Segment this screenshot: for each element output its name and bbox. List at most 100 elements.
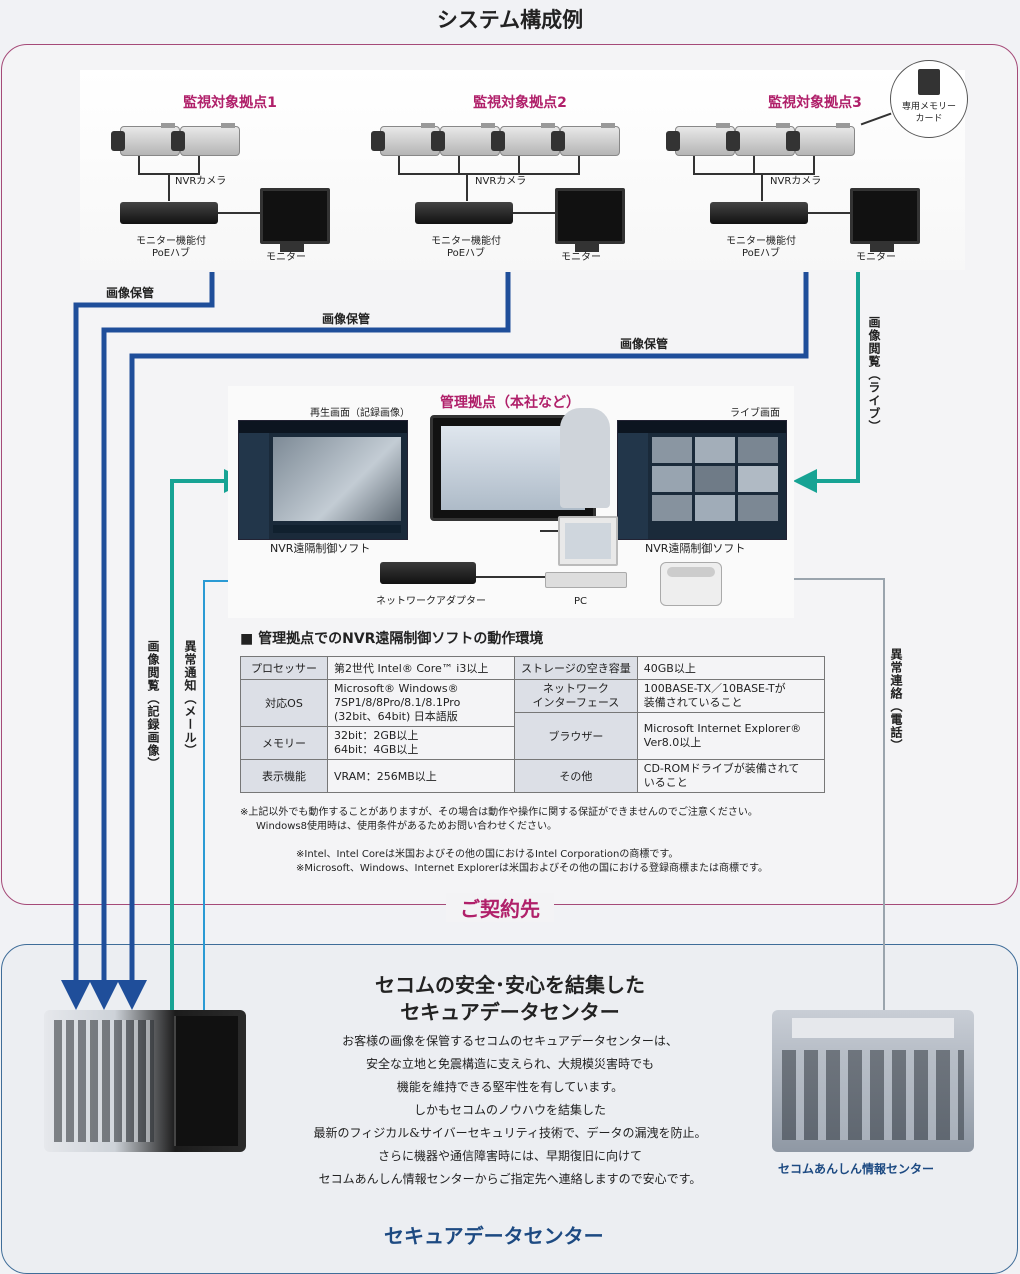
camera-icon (666, 123, 735, 156)
poe-hub-icon (120, 202, 218, 224)
recorded-view-label: 画像閲覧（記録画像） (146, 640, 160, 770)
info-center-label: セコムあんしん情報センター (778, 1162, 935, 1176)
phone-icon (660, 562, 722, 606)
storage-label: 画像保管 (322, 312, 371, 326)
recorded-view-line (170, 469, 248, 1010)
spec-label: プロセッサー (240, 656, 328, 680)
camera-label: NVRカメラ (175, 176, 227, 187)
monitor-icon (555, 188, 625, 244)
datacenter-body-line: 最新のフィジカル&サイバーセキュリティ技術で、データの漏洩を防止。 (313, 1126, 707, 1140)
datacenter-heading-line1: セコムの安全･安心を結集した (375, 973, 645, 997)
storage-line-2 (89, 272, 511, 1010)
datacenter-body-line: 機能を維持できる堅牢性を有しています。 (396, 1080, 624, 1094)
hq-title: 管理拠点（本社など） (440, 395, 580, 411)
live-screen (617, 420, 787, 540)
memory-card-callout: 専用メモリー カード (890, 60, 968, 138)
camera-icon (111, 123, 180, 156)
storage-line-3 (117, 272, 809, 1010)
datacenter-label: セキュアデータセンター (370, 1220, 618, 1249)
spec-label: その他 (514, 759, 638, 793)
live-label: ライブ画面 (730, 408, 780, 419)
datacenter-body: お客様の画像を保管するセコムのセキュアデータセンターは、 安全な立地と免震構造に… (240, 1030, 780, 1191)
datacenter-body-line: セコムあんしん情報センターからご指定先へ連絡しますので安心です。 (318, 1172, 702, 1186)
alert-mail-line (203, 575, 242, 1010)
monitor-icon (850, 188, 920, 244)
datacenter-photo (44, 1010, 246, 1152)
alert-phone-label: 異常連絡（電話） (889, 648, 903, 752)
alert-phone-line (722, 573, 885, 1010)
live-view-line (793, 272, 860, 493)
monitor-label: モニター (561, 252, 601, 263)
keyboard-icon (545, 572, 627, 588)
live-view-label: 画像閲覧（ライブ） (867, 316, 881, 433)
spec-value: Microsoft Internet Explorer® Ver8.0以上 (636, 712, 825, 760)
hub-label: モニター機能付 PoEハブ (136, 236, 206, 259)
memory-card-label: 専用メモリー カード (901, 102, 956, 124)
storage-label: 画像保管 (620, 337, 669, 351)
datacenter-heading: セコムの安全･安心を結集した セキュアデータセンター (260, 972, 760, 1026)
spec-note-2: Windows8使用時は、使用条件があるためお問い合わせください。 (256, 821, 558, 832)
playback-label: 再生画面（記録画像） (310, 408, 410, 419)
spec-note-4: ※Microsoft、Windows、Internet Explorerは米国お… (296, 863, 769, 874)
spec-note-3: ※Intel、Intel Coreは米国およびその他の国におけるIntel Co… (296, 849, 679, 860)
pc-icon (558, 516, 618, 566)
playback-screen (238, 420, 408, 540)
adapter-label: ネットワークアダプター (376, 596, 486, 607)
spec-value: VRAM：256MB以上 (327, 759, 515, 793)
info-center-photo (772, 1010, 974, 1152)
spec-table: プロセッサー 第2世代 Intel® Core™ i3以上 ストレージの空き容量… (240, 656, 825, 793)
site-2: 監視対象拠点2 NVRカメラ モニター機能付 PoEハブ モニター (370, 70, 670, 270)
hub-label: モニター機能付 PoEハブ (431, 236, 501, 259)
site-3: 監視対象拠点3 NVRカメラ モニター機能付 PoEハブ モニター (665, 70, 965, 270)
network-adapter-icon (380, 562, 476, 584)
monitor-label: モニター (856, 252, 896, 263)
datacenter-body-line: さらに機器や通信障害時には、早期復旧に向けて (377, 1149, 642, 1163)
camera-icon (551, 123, 620, 156)
memory-card-icon (918, 69, 940, 95)
datacenter-heading-line2: セキュアデータセンター (400, 1000, 620, 1024)
poe-hub-icon (710, 202, 808, 224)
camera-icon (726, 123, 795, 156)
site-title: 監視対象拠点3 (768, 95, 862, 111)
spec-value: 100BASE-TX／10BASE-Tが 装備されていること (636, 679, 825, 713)
camera-icon (371, 123, 440, 156)
storage-line-1 (61, 272, 215, 1010)
datacenter-body-line: 安全な立地と免震構造に支えられ、大規模災害時でも (365, 1057, 655, 1071)
spec-label: メモリー (240, 726, 328, 760)
camera-icon (786, 123, 855, 156)
datacenter-body-line: しかもセコムのノウハウを結集した (413, 1103, 606, 1117)
monitor-label: モニター (266, 252, 306, 263)
spec-value: 40GB以上 (636, 656, 825, 680)
site-title: 監視対象拠点1 (183, 95, 277, 111)
spec-label: ストレージの空き容量 (514, 656, 638, 680)
poe-hub-icon (415, 202, 513, 224)
spec-label: 表示機能 (240, 759, 328, 793)
camera-label: NVRカメラ (770, 176, 822, 187)
soft-label-right: NVR遠隔制御ソフト (645, 542, 746, 555)
alert-mail-label: 異常通知（メール） (183, 640, 197, 757)
storage-label: 画像保管 (106, 286, 155, 300)
camera-icon (171, 123, 240, 156)
spec-value: Microsoft® Windows® 7SP1/8/8Pro/8.1/8.1P… (327, 679, 515, 727)
soft-label-left: NVR遠隔制御ソフト (270, 542, 371, 555)
spec-table-grid: プロセッサー 第2世代 Intel® Core™ i3以上 ストレージの空き容量… (240, 656, 825, 793)
spec-value: 第2世代 Intel® Core™ i3以上 (327, 656, 515, 680)
spec-label: ブラウザー (514, 712, 638, 760)
camera-icon (491, 123, 560, 156)
pc-label: PC (574, 596, 588, 607)
contractor-label: ご契約先 (446, 893, 554, 922)
spec-label: ネットワーク インターフェース (514, 679, 638, 713)
spec-value: 32bit：2GB以上 64bit：4GB以上 (327, 726, 515, 760)
operator-person (560, 408, 610, 508)
spec-note-1: ※上記以外でも動作することがありますが、その場合は動作や操作に関する保証ができま… (240, 807, 758, 818)
datacenter-body-line: お客様の画像を保管するセコムのセキュアデータセンターは、 (342, 1034, 678, 1048)
spec-label: 対応OS (240, 679, 328, 727)
site-1: 監視対象拠点1 NVRカメラ モニター機能付 PoEハブ モニター (80, 70, 380, 270)
spec-value: CD-ROMドライブが装備されて いること (636, 759, 825, 793)
site-title: 監視対象拠点2 (473, 95, 567, 111)
spec-heading: ■ 管理拠点でのNVR遠隔制御ソフトの動作環境 (240, 631, 544, 647)
camera-label: NVRカメラ (475, 176, 527, 187)
monitor-icon (260, 188, 330, 244)
page-title: システム構成例 (436, 8, 584, 32)
